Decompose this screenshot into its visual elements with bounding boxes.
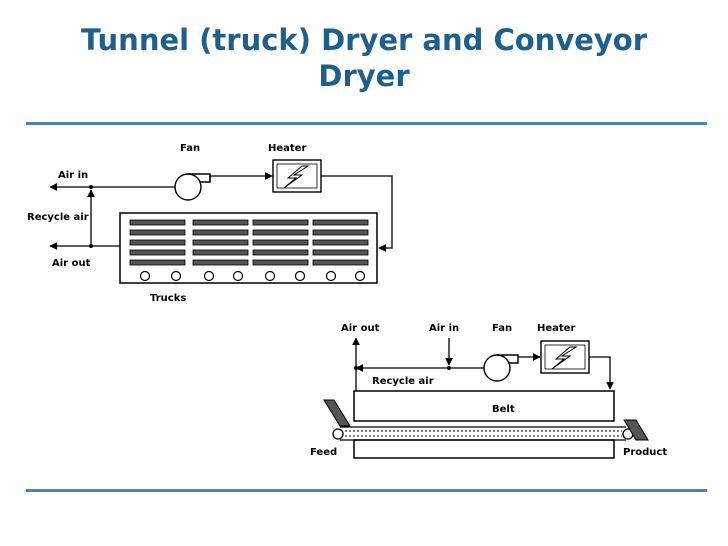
tunnel-chamber (119, 212, 378, 284)
truck-wheel-icon (232, 270, 244, 282)
label-conveyor-fan: Fan (492, 323, 512, 334)
tray (129, 219, 186, 226)
truck-wheel-icon (170, 270, 182, 282)
truck-wheel-icon (325, 270, 337, 282)
title-line-1: Tunnel (truck) Dryer and Conveyor (80, 23, 648, 57)
duct-heater-to-chamber (321, 175, 393, 252)
belt-roller-icon (332, 426, 634, 441)
truck-wheel-icon (294, 270, 306, 282)
label-air-out: Air out (52, 258, 91, 269)
tray (312, 219, 369, 226)
label-conveyor-recycle-air: Recycle air (372, 376, 434, 387)
heater-lightning-icon (540, 340, 590, 374)
conveyor-upper-chamber (353, 390, 615, 422)
tray (312, 259, 369, 266)
tray (192, 219, 249, 226)
truck-wheel-icon (354, 270, 366, 282)
tray (252, 249, 309, 256)
tray (252, 239, 309, 246)
tray (129, 259, 186, 266)
slide-title: Tunnel (truck) Dryer and Conveyor Dryer (0, 22, 728, 94)
label-trucks: Trucks (150, 293, 186, 304)
tray (129, 249, 186, 256)
fan-icon (483, 354, 519, 382)
label-conveyor-heater: Heater (537, 323, 575, 334)
label-air-in: Air in (58, 170, 88, 181)
truck-wheels (139, 270, 366, 282)
tray (192, 239, 249, 246)
label-conveyor-air-out: Air out (341, 323, 380, 334)
title-line-2: Dryer (318, 59, 410, 93)
label-feed: Feed (310, 447, 337, 458)
bottom-divider (26, 489, 707, 492)
tray (129, 229, 186, 236)
tunnel-dryer-diagram: Fan Heater Air in Recycle air Air out Tr… (27, 143, 393, 304)
heater-lightning-icon (272, 159, 322, 193)
tray (252, 219, 309, 226)
tray (252, 259, 309, 266)
label-heater: Heater (268, 143, 306, 154)
label-product: Product (623, 447, 667, 458)
tray (129, 239, 186, 246)
truck-trays (129, 219, 369, 266)
truck-wheel-icon (264, 270, 276, 282)
tray (192, 249, 249, 256)
product-chute (623, 419, 649, 441)
truck-wheel-icon (139, 270, 151, 282)
label-fan: Fan (180, 143, 200, 154)
tray (312, 239, 369, 246)
tray (312, 249, 369, 256)
tray (252, 229, 309, 236)
conveyor-duct-heater-to-chamber (589, 356, 614, 390)
feed-chute (323, 399, 351, 427)
conveyor-dryer-diagram: Air out Air in Fan Heater Recycle air Be… (310, 323, 667, 459)
tray (312, 229, 369, 236)
label-conveyor-air-in: Air in (429, 323, 459, 334)
fan-icon (174, 173, 211, 201)
label-recycle-air: Recycle air (27, 212, 89, 223)
label-belt: Belt (492, 404, 515, 415)
tray (192, 229, 249, 236)
tray (192, 259, 249, 266)
truck-wheel-icon (203, 270, 215, 282)
conveyor-lower-chamber (353, 439, 615, 459)
top-divider (26, 122, 707, 125)
